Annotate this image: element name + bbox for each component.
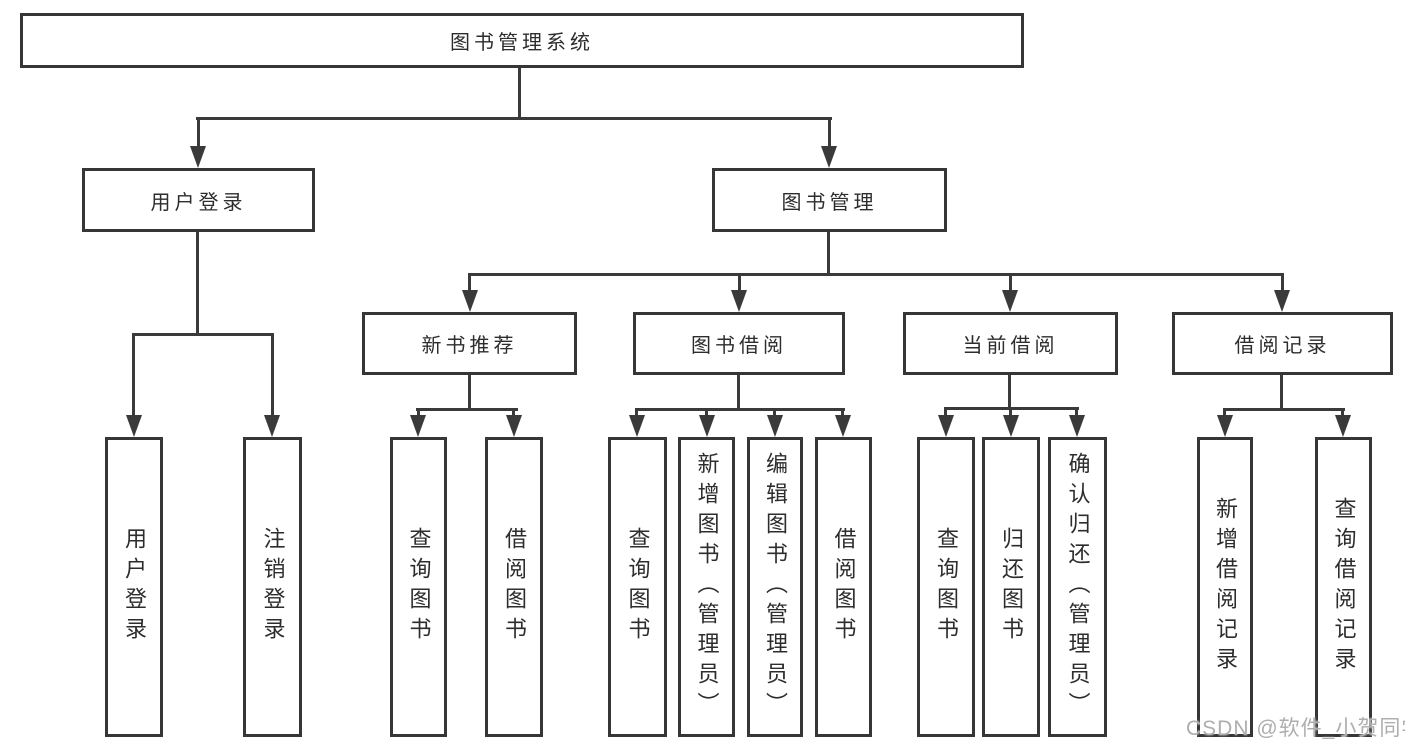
arrowhead-down-icon [1002,290,1018,312]
arrowhead-down-icon [1069,415,1085,437]
node-book-management: 图书管理 [712,168,947,232]
node-current-borrow: 当前借阅 [903,312,1118,375]
node-borrow-records: 借阅记录 [1172,312,1393,375]
connector-hline [196,117,832,120]
arrowhead-down-icon [1003,415,1019,437]
node-leaf-user-login: 用户登录 [105,437,163,737]
connector-vline [1008,375,1011,410]
connector-vline [738,273,741,292]
arrowhead-down-icon [767,415,783,437]
connector-vline [1223,408,1226,418]
node-root: 图书管理系统 [20,13,1024,68]
node-leaf-query-borrow-record: 查询借阅记录 [1315,437,1372,737]
node-leaf-add-borrow-record: 新增借阅记录 [1197,437,1253,737]
connector-vline [635,408,638,418]
arrowhead-down-icon [410,415,426,437]
node-user-login: 用户登录 [82,168,315,232]
arrowhead-down-icon [938,415,954,437]
node-leaf-borrow-book: 借阅图书 [815,437,872,737]
connector-vline [518,68,521,120]
node-leaf-confirm-return-admin: 确认归还（管理员） [1048,437,1107,737]
connector-vline [944,407,947,418]
node-leaf-query-book-current: 查询图书 [917,437,975,737]
node-leaf-logout: 注销登录 [243,437,302,737]
connector-vline [512,408,515,418]
connector-vline [271,333,274,417]
node-book-borrow: 图书借阅 [633,312,845,375]
arrowhead-down-icon [629,415,645,437]
arrowhead-down-icon [835,415,851,437]
connector-vline [417,408,420,418]
node-leaf-query-book-borrow: 查询图书 [608,437,667,737]
arrowhead-down-icon [1217,415,1233,437]
arrowhead-down-icon [821,146,837,168]
arrowhead-down-icon [190,146,206,168]
arrowhead-down-icon [731,290,747,312]
connector-vline [841,408,844,418]
connector-vline [1009,407,1012,418]
node-leaf-edit-book-admin: 编辑图书（管理员） [747,437,803,737]
connector-vline [1280,375,1283,411]
connector-vline [827,232,830,276]
connector-hline [132,333,274,336]
arrowhead-down-icon [264,415,280,437]
connector-vline [196,232,199,336]
connector-vline [737,375,740,411]
node-new-book-recommend: 新书推荐 [362,312,577,375]
connector-vline [705,408,708,418]
connector-vline [1341,408,1344,418]
connector-vline [1009,273,1012,292]
connector-vline [132,333,135,417]
arrowhead-down-icon [462,290,478,312]
connector-vline [773,408,776,418]
arrowhead-down-icon [126,415,142,437]
connector-vline [1281,273,1284,292]
node-leaf-borrow-book-recommend: 借阅图书 [485,437,543,737]
connector-vline [468,273,471,292]
connector-vline [1075,407,1078,418]
connector-hline [468,273,1284,276]
node-leaf-return-book: 归还图书 [982,437,1040,737]
arrowhead-down-icon [1335,415,1351,437]
node-leaf-add-book-admin: 新增图书（管理员） [678,437,735,737]
connector-hline [1223,408,1345,411]
node-leaf-query-book-recommend: 查询图书 [390,437,447,737]
arrowhead-down-icon [1274,290,1290,312]
arrowhead-down-icon [506,415,522,437]
connector-hline [416,408,518,411]
arrowhead-down-icon [699,415,715,437]
connector-vline [468,375,471,411]
connector-hline [635,408,845,411]
connector-vline [828,117,831,148]
connector-vline [197,117,200,148]
watermark: CSDN @软件_小贺同学 [1186,717,1405,740]
